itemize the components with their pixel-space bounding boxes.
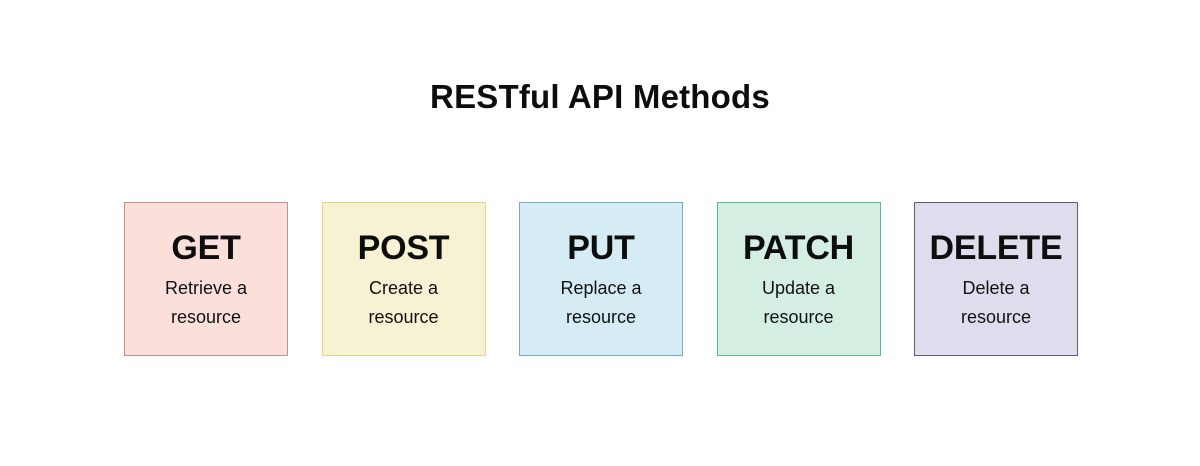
method-card-post[interactable]: POST Create a resource: [321, 202, 486, 356]
method-card-patch[interactable]: PATCH Update a resource: [716, 202, 881, 356]
method-description-get: Retrieve a resource: [164, 278, 248, 327]
method-card-row: GET Retrieve a resource POST Create a re…: [124, 202, 1078, 356]
method-name-delete: DELETE: [929, 229, 1063, 267]
method-name-patch: PATCH: [742, 229, 855, 267]
page-title: RESTful API Methods: [430, 78, 770, 115]
method-description-delete: Delete a resource: [960, 278, 1032, 327]
method-name-put: PUT: [567, 229, 635, 267]
method-card-put[interactable]: PUT Replace a resource: [519, 202, 683, 356]
method-card-get[interactable]: GET Retrieve a resource: [124, 202, 288, 356]
method-description-post: Create a resource: [368, 278, 439, 327]
method-description-put: Replace a resource: [560, 278, 642, 327]
method-card-delete[interactable]: DELETE Delete a resource: [914, 202, 1078, 356]
method-name-get: GET: [171, 229, 241, 267]
method-name-post: POST: [357, 229, 450, 267]
method-description-patch: Update a resource: [761, 278, 836, 327]
